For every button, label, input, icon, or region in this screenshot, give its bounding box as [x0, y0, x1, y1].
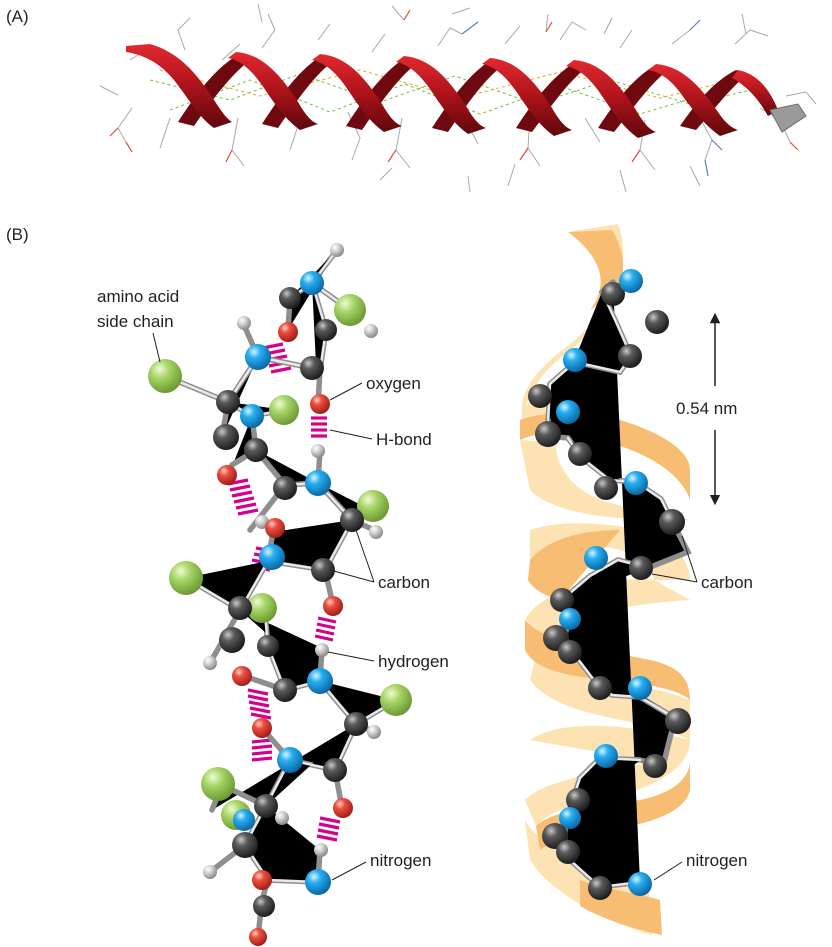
- carbon-atom: [588, 676, 612, 700]
- oxygen-atom: [217, 465, 237, 485]
- side-chain-atom: [380, 684, 412, 716]
- nitrogen-atom: [307, 668, 333, 694]
- nitrogen-atom: [624, 471, 648, 495]
- hbond-label: H-bond: [376, 430, 432, 449]
- nitrogen-atom: [245, 344, 271, 370]
- carbon-atom: [257, 635, 279, 657]
- nitrogen-atom: [277, 747, 303, 773]
- carbon-atom: [629, 556, 653, 580]
- side-chain-label-line1: amino acid: [97, 287, 179, 306]
- nitrogen-atom: [563, 348, 587, 372]
- nitrogen-atom: [594, 744, 618, 768]
- carbon-atom: [344, 712, 368, 736]
- carbon-atom: [528, 384, 552, 408]
- carbon-atom: [279, 287, 301, 309]
- carbon-atom: [665, 708, 691, 734]
- oxygen-atom: [310, 394, 330, 414]
- nitrogen-atom: [628, 872, 652, 896]
- carbon-atom: [219, 627, 245, 653]
- carbon-atom: [556, 840, 580, 864]
- hydrogen-atom: [315, 643, 329, 657]
- oxygen-atom: [232, 666, 252, 686]
- carbon-atom: [228, 596, 252, 620]
- carbon-atom: [273, 476, 297, 500]
- hydrogen-atom: [330, 243, 344, 257]
- oxygen-label: oxygen: [366, 374, 421, 393]
- carbon-atom: [659, 509, 685, 535]
- nitrogen-atom: [584, 546, 608, 570]
- oxygen-atom: [249, 928, 267, 946]
- oxygen-atom: [265, 518, 285, 538]
- carbon-atom: [254, 794, 278, 818]
- carbon-atom: [558, 640, 582, 664]
- hydrogen-atom: [311, 444, 325, 458]
- side-chain-atom: [169, 561, 203, 595]
- nitrogen-ribbon-label: nitrogen: [686, 851, 747, 870]
- carbon-atom: [216, 390, 240, 414]
- hydrogen-atom: [203, 865, 217, 879]
- oxygen-atom: [333, 798, 353, 818]
- nitrogen-atom: [259, 544, 285, 570]
- pitch-label: 0.54 nm: [676, 399, 737, 418]
- carbon-atom: [588, 876, 612, 900]
- side-chain-atom: [269, 395, 299, 425]
- nitrogen-atom: [628, 676, 652, 700]
- panel-b-label: (B): [6, 225, 29, 244]
- nitrogen-atom: [300, 271, 324, 295]
- ribbon-backbone-helix: 0.54 nm carbon nitrogen: [520, 224, 753, 935]
- side-chain-atom: [148, 359, 182, 393]
- panel-a-ribbon-helix: [100, 4, 816, 192]
- hydrogen-atom: [369, 525, 383, 539]
- side-chain-atom: [334, 294, 366, 326]
- carbon-label: carbon: [378, 573, 430, 592]
- carbon-atom: [273, 678, 297, 702]
- carbon-atom: [568, 442, 592, 466]
- side-chain-label-line2: side chain: [97, 312, 174, 331]
- carbon-atom: [253, 895, 275, 917]
- hydrogen-label: hydrogen: [378, 652, 449, 671]
- nitrogen-atom: [619, 269, 643, 293]
- carbon-ribbon-label: carbon: [701, 573, 753, 592]
- carbon-atom: [643, 754, 667, 778]
- ball-and-stick-helix: amino acid side chain oxygen H-bond carb…: [97, 243, 449, 946]
- carbon-atom: [315, 319, 337, 341]
- carbon-atom: [535, 421, 561, 447]
- nitrogen-atom: [305, 869, 331, 895]
- oxygen-atom: [252, 870, 272, 890]
- carbon-atom: [232, 832, 258, 858]
- carbon-atom: [645, 310, 669, 334]
- hydrogen-atom: [314, 843, 328, 857]
- hydrogen-atom: [203, 656, 217, 670]
- nitrogen-atom: [240, 404, 264, 428]
- hydrogen-atom: [364, 324, 378, 338]
- nitrogen-atom: [305, 470, 331, 496]
- panel-a-label: (A): [6, 7, 29, 26]
- oxygen-atom: [252, 718, 272, 738]
- nitrogen-atom: [556, 400, 580, 424]
- oxygen-atom: [323, 596, 343, 616]
- nitrogen-atom: [233, 809, 255, 831]
- carbon-atom: [323, 758, 347, 782]
- hydrogen-atom: [237, 316, 251, 330]
- hydrogen-atom: [367, 725, 381, 739]
- oxygen-atom: [278, 322, 298, 342]
- hydrogen-atom: [275, 811, 289, 825]
- side-chain-atom: [201, 767, 235, 801]
- nitrogen-label: nitrogen: [370, 851, 431, 870]
- carbon-atom: [594, 476, 618, 500]
- carbon-atom: [618, 344, 642, 368]
- carbon-atom: [244, 438, 268, 462]
- carbon-atom: [340, 508, 364, 532]
- covalent-bonds: [165, 250, 396, 937]
- carbon-atom: [300, 356, 324, 380]
- carbon-atom: [213, 424, 239, 450]
